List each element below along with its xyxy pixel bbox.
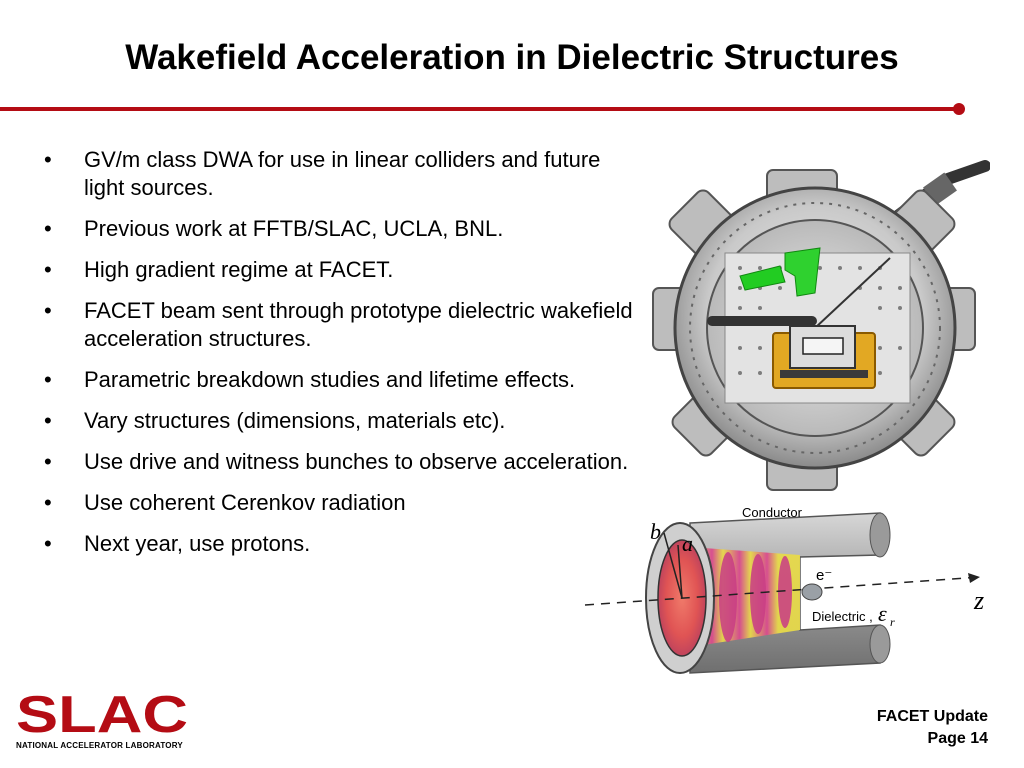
slac-logo-subtitle: NATIONAL ACCELERATOR LABORATORY: [16, 741, 183, 750]
bullet-dot: •: [44, 408, 52, 433]
bullet-text: Use drive and witness bunches to observe…: [84, 449, 629, 474]
bullet-item: • FACET beam sent through prototype diele…: [40, 297, 640, 353]
slac-logo-text: SLAC: [16, 686, 188, 740]
bullet-item: • Use drive and witness bunches to observ…: [40, 448, 640, 476]
title-divider: [0, 107, 955, 111]
bullet-item: • GV/m class DWA for use in linear collid…: [40, 146, 640, 202]
footer-title: FACET Update: [876, 708, 988, 725]
electron-label: e⁻: [816, 567, 832, 584]
conductor-label: Conductor: [742, 505, 803, 520]
z-axis-label: z: [973, 586, 984, 615]
bullet-text: Vary structures (dimensions, materials e…: [84, 408, 506, 433]
epsilon-subscript: r: [890, 615, 895, 629]
bullet-item: • Use coherent Cerenkov radiation: [40, 489, 640, 517]
bullet-item: • High gradient regime at FACET.: [40, 256, 640, 284]
bullet-text: Previous work at FFTB/SLAC, UCLA, BNL.: [84, 216, 504, 241]
bullet-item: • Vary structures (dimensions, materials …: [40, 407, 640, 435]
bullet-text: FACET beam sent through prototype dielec…: [84, 298, 633, 351]
bullet-text: Parametric breakdown studies and lifetim…: [84, 367, 576, 392]
bullet-item: • Parametric breakdown studies and lifeti…: [40, 366, 640, 394]
bullet-dot: •: [44, 531, 52, 556]
slide-title: Wakefield Acceleration in Dielectric Str…: [125, 38, 899, 77]
bullet-dot: •: [44, 257, 52, 282]
bullet-dot: •: [44, 490, 52, 515]
slac-logo: SLAC: [16, 686, 188, 740]
radius-a-label: a: [682, 531, 693, 556]
dielectric-tube-diagram: b a z e⁻ Conductor Dielectric , ε r: [584, 505, 984, 674]
bullet-item: • Next year, use protons.: [40, 530, 640, 558]
bullet-dot: •: [44, 147, 52, 172]
divider-end-dot: [953, 103, 965, 115]
epsilon-symbol: ε: [878, 601, 887, 626]
bullet-dot: •: [44, 367, 52, 392]
bullet-text: Use coherent Cerenkov radiation: [84, 490, 406, 515]
bullet-dot: •: [44, 298, 52, 323]
bullet-text: Next year, use protons.: [84, 531, 311, 556]
dielectric-label: Dielectric ,: [812, 609, 873, 624]
slide-footer: FACET Update Page 14: [877, 706, 988, 750]
radius-b-label: b: [650, 519, 661, 544]
bullet-list: • GV/m class DWA for use in linear collid…: [40, 146, 640, 571]
bullet-text: High gradient regime at FACET.: [84, 257, 394, 282]
bullet-dot: •: [44, 216, 52, 241]
page-number: Page 14: [927, 730, 988, 747]
bullet-text: GV/m class DWA for use in linear collide…: [84, 147, 601, 200]
vacuum-chamber-image: [652, 160, 990, 491]
bullet-dot: •: [44, 449, 52, 474]
bullet-item: • Previous work at FFTB/SLAC, UCLA, BNL.: [40, 215, 640, 243]
